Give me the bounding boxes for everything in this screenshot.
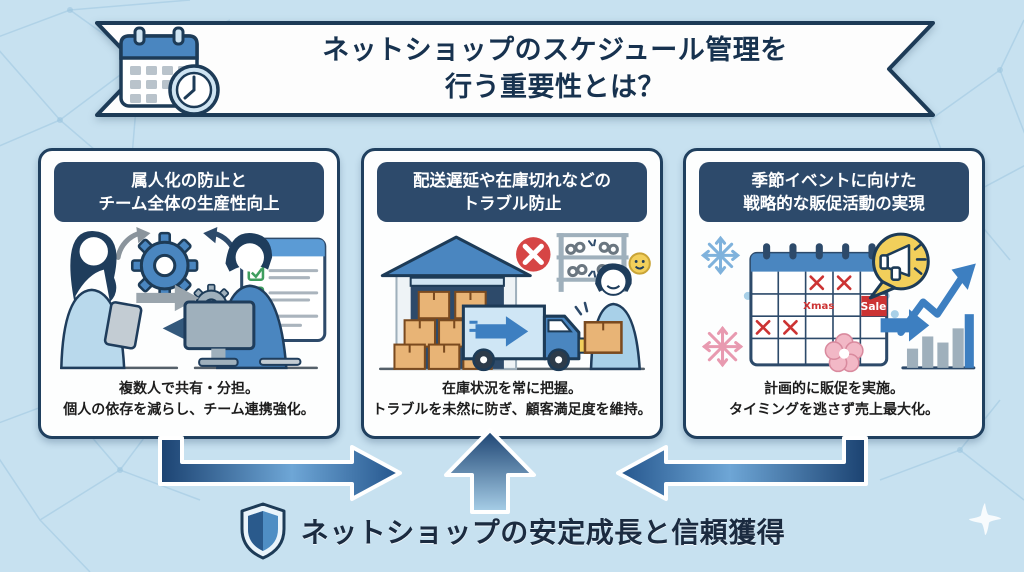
sakura-flower-icon [824,333,864,373]
shield-icon [240,502,286,560]
growth-chart-icon [897,263,976,370]
cycle-arrow-left-icon [115,230,143,260]
warehouse-delivery-illustration [370,225,654,377]
calendar-xmas-label: Xmas [803,301,834,312]
card-3-caption-line2: タイミングを逃さず売上最大化。 [729,402,939,418]
arrow-from-card1 [158,436,402,501]
card-1-caption: 複数人で共有・分担。 個人の依存を減らし、チーム連携強化。 [41,379,337,421]
card-1-header: 属人化の防止と チーム全体の生産性向上 [54,162,324,222]
card-3-header-line1: 季節イベントに向けた [751,171,917,190]
card-2-caption-line2: トラブルを未然に防ぎ、顧客満足度を維持。 [372,402,652,418]
card-3-header-line2: 戦略的な販促活動の実現 [743,194,925,213]
card-1-header-line1: 属人化の防止と [131,171,247,190]
page-title: ネットショップのスケジュール管理を 行う重要性とは？ [245,28,865,110]
page-title-line1: ネットショップのスケジュール管理を [322,35,788,66]
delivery-truck-icon [461,304,589,372]
seasonal-promotion-illustration: Xmas Sale [692,225,976,377]
title-banner: ネットショップのスケジュール管理を 行う重要性とは？ [95,20,935,118]
megaphone-icon [868,232,930,300]
error-badge-icon [516,237,551,272]
card-trouble-prevention: 配送遅延や在庫切れなどの トラブル防止 [361,148,663,439]
card-3-caption-line1: 計画的に販促を実施。 [764,381,904,397]
broken-chain-rack-icon [556,233,629,292]
card-2-caption: 在庫状況を常に把握。 トラブルを未然に防ぎ、顧客満足度を維持。 [364,379,660,421]
woman-with-tablet-icon [60,231,143,370]
card-3-header: 季節イベントに向けた 戦略的な販促活動の実現 [699,162,969,222]
card-1-caption-line1: 複数人で共有・分担。 [119,381,259,397]
card-2-header-line1: 配送遅延や在庫切れなどの [413,171,611,190]
sparkle-icon [969,503,1001,535]
snowflake-pink-icon [701,325,744,368]
card-2-header-line2: トラブル防止 [462,194,562,213]
team-collaboration-illustration [47,225,331,377]
snowflake-blue-icon [700,235,741,276]
card-3-caption: 計画的に販促を実施。 タイミングを逃さず売上最大化。 [686,379,982,421]
arrow-up-center [444,428,536,514]
card-seasonal-promotion: 季節イベントに向けた 戦略的な販促活動の実現 [683,148,985,439]
card-1-header-line2: チーム全体の生産性向上 [98,194,280,213]
promo-calendar-icon: Xmas Sale [749,243,889,367]
conclusion-text: ネットショップの安定成長と信頼獲得 [300,516,786,549]
card-team-productivity: 属人化の防止と チーム全体の生産性向上 [38,148,340,439]
arrow-right-icon [136,284,200,312]
page-title-line2: 行う重要性とは？ [445,72,665,103]
card-2-header: 配送遅延や在庫切れなどの トラブル防止 [377,162,647,222]
calendar-clock-icon [119,26,220,116]
man-at-computer-icon [183,232,302,370]
card-1-caption-line2: 個人の依存を減らし、チーム連携強化。 [63,402,315,418]
arrow-from-card3 [616,436,868,501]
happy-customer-icon [574,252,651,371]
conclusion-banner: ネットショップの安定成長と信頼獲得 [0,502,1024,560]
card-2-caption-line1: 在庫状況を常に把握。 [442,381,582,397]
calendar-sale-label: Sale [861,300,887,313]
